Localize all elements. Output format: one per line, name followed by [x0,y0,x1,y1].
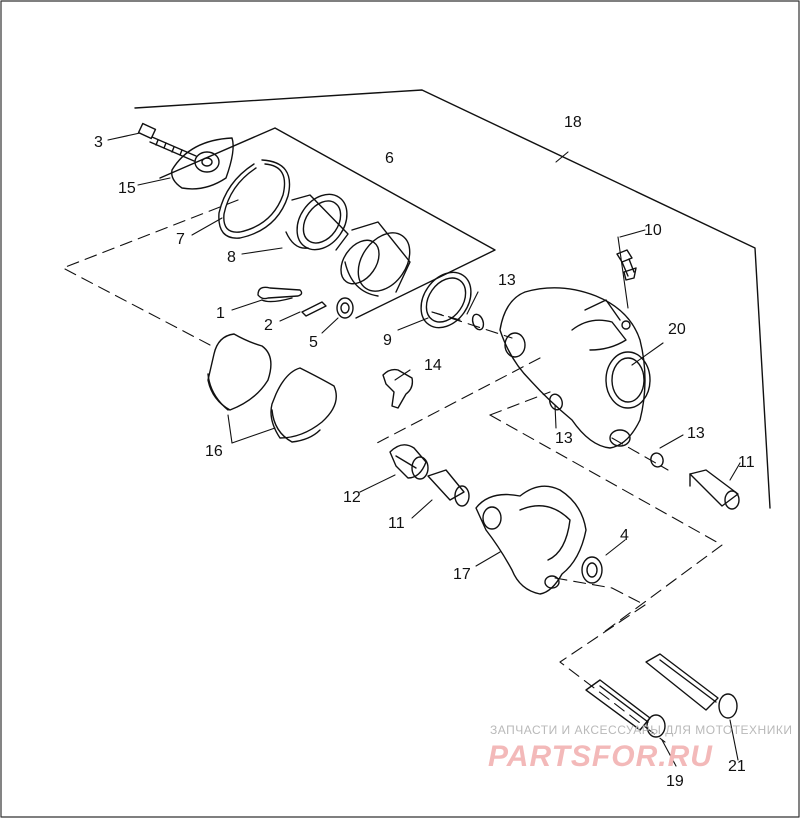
callout-2: 2 [264,317,273,334]
callout-10: 10 [644,222,662,239]
callout-11-right: 11 [738,454,755,471]
callout-13-right: 13 [687,425,705,442]
pin-part-2 [301,301,327,317]
o-ring-part-13 [471,313,664,468]
retaining-ring-part-7 [218,159,291,239]
bracket-part-17 [475,485,587,595]
watermark-caption: ЗАПЧАСТИ И АКСЕССУАРЫ ДЛЯ МОТОТЕХНИКИ [490,723,792,737]
bolt-part-3 [137,122,197,162]
seal-part-8 [285,193,349,251]
seal-ring-part-9 [420,271,472,329]
callout-7: 7 [176,231,185,248]
callout-19: 19 [666,773,684,790]
piston-part-6 [340,221,411,297]
clip-part-14 [382,368,414,409]
callout-13-top: 13 [498,272,516,289]
callout-18: 18 [564,114,582,131]
callout-15: 15 [118,180,136,197]
sleeve-part-11-right [689,469,740,510]
bleeder-screw-part-10 [616,249,637,281]
callout-16: 16 [205,443,223,460]
callout-21: 21 [728,758,746,775]
brake-pads-part-16 [207,333,337,443]
pin-part-19 [585,679,666,738]
callout-13-mid: 13 [555,430,573,447]
assembly-bracket-6 [159,127,496,319]
callout-4: 4 [620,527,629,544]
callout-14: 14 [424,357,442,374]
callout-17: 17 [453,566,471,583]
assembly-bracket-18 [134,89,771,509]
callout-12: 12 [343,489,361,506]
callout-1: 1 [216,305,225,322]
callout-8: 8 [227,249,236,266]
watermark-brand: PARTSFOR.RU [488,740,713,773]
washer-part-4 [581,556,603,584]
plate-part-15 [171,137,234,190]
bushing-part-5 [336,297,354,319]
callout-5: 5 [309,334,318,351]
sleeve-part-11-left [427,469,470,507]
callout-20: 20 [668,321,686,338]
callout-11-left: 11 [388,515,405,532]
callout-3: 3 [94,134,103,151]
callout-labels: 3 15 7 8 6 18 10 13 1 2 5 9 20 14 13 13 … [94,114,755,790]
watermark: ЗАПЧАСТИ И АКСЕССУАРЫ ДЛЯ МОТОТЕХНИКИ PA… [488,723,792,773]
caliper-body-part-20 [499,287,651,449]
bushing-part-12 [389,444,429,480]
callout-9: 9 [383,332,392,349]
pin-part-21 [645,653,738,719]
spring-clip-part-1 [257,286,303,303]
dashed-axis-lines [62,199,723,743]
callout-6: 6 [385,150,394,167]
